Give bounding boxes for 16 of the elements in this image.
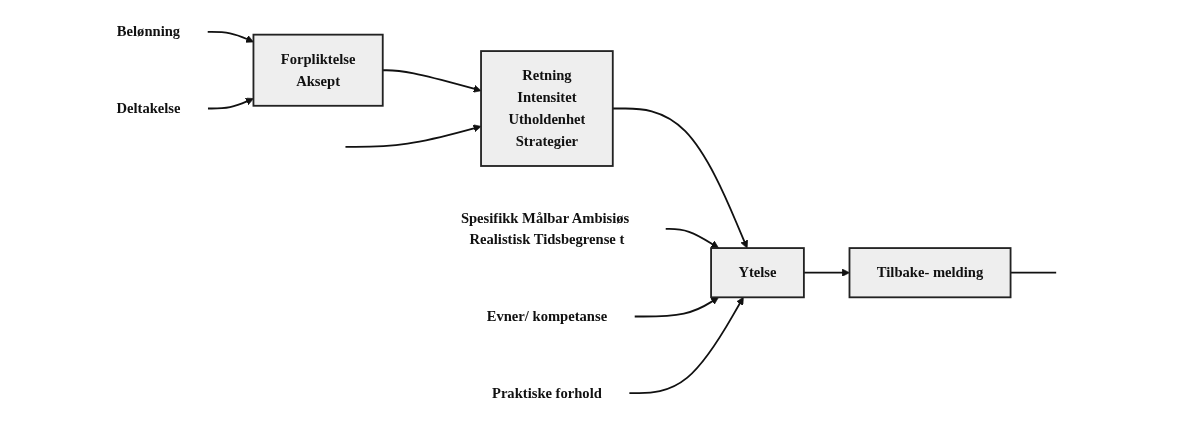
arrow — [633, 296, 719, 318]
node-text: Deltakelse — [116, 100, 181, 116]
arrow — [206, 97, 254, 110]
arrow — [664, 228, 719, 249]
node-text: Spesifikk Målbar Ambisiøs Realistisk Tidsbegrense t — [460, 209, 630, 248]
arrow — [344, 124, 482, 148]
arrow — [206, 31, 254, 43]
node-text: Belønning — [116, 23, 181, 40]
arrow — [628, 296, 744, 394]
node-box: Tilbake- melding — [848, 247, 1012, 299]
node-box: Retning Intensitet Utholdenhet Strategier — [480, 50, 614, 167]
node-text: Praktiske forhold — [491, 384, 602, 401]
node-box: Ytelse — [710, 247, 805, 299]
node-text: Evner/ kompetanse — [486, 308, 608, 324]
node-box: Forpliktelse Aksept — [252, 33, 384, 107]
arrow — [803, 268, 850, 277]
